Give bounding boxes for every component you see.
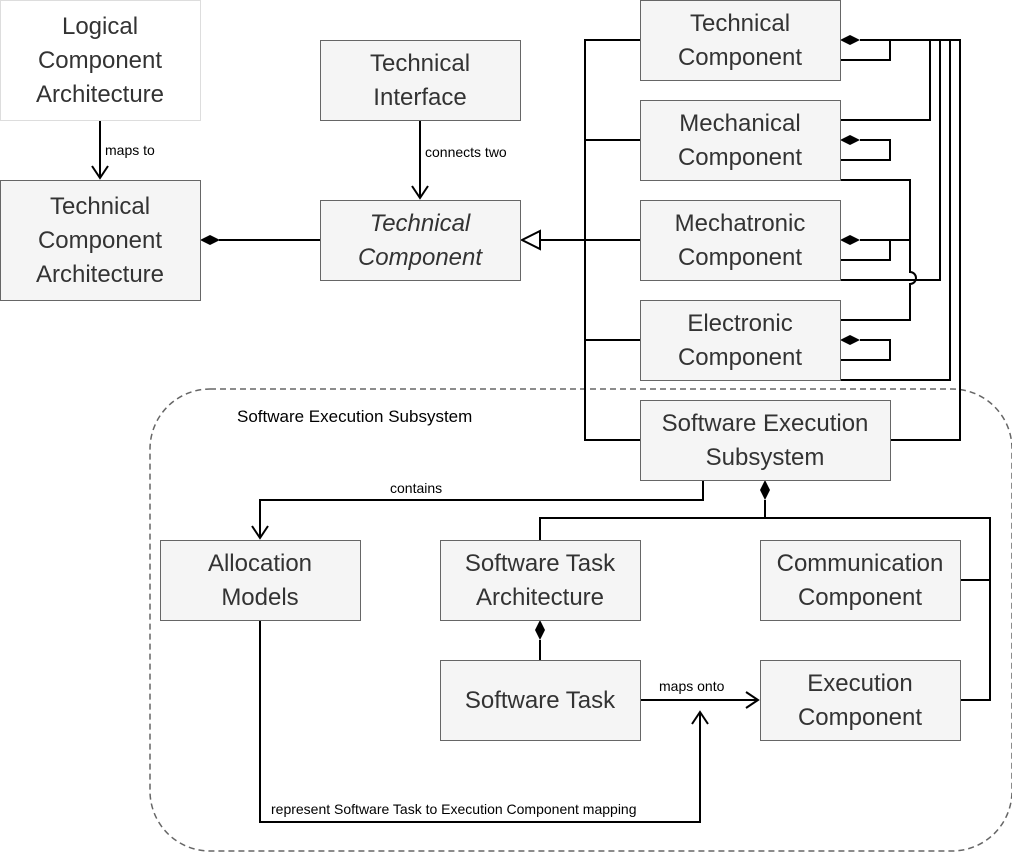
diamond-ses: [760, 480, 770, 500]
node-label-line: Component: [678, 344, 802, 371]
node-box: [640, 300, 841, 381]
edge-composition-tree[interactable]: [539, 517, 991, 701]
node-box: [760, 540, 961, 621]
node-label-line: Component: [678, 44, 802, 71]
node-label-line: Component: [38, 47, 162, 74]
edge-represent-mapping[interactable]: [259, 620, 701, 823]
group-label: Software Execution Subsystem: [237, 407, 472, 426]
label-represent-mapping: represent Software Task to Execution Com…: [271, 801, 637, 817]
node-software-task[interactable]: Software Task: [440, 660, 641, 741]
bus-electronic[interactable]: [840, 40, 951, 381]
arrowhead-connects-two: [411, 185, 429, 200]
node-label-line: Technical: [370, 50, 470, 77]
node-box: [640, 0, 841, 81]
node-label-line: Logical: [62, 13, 138, 40]
node-label-line: Execution: [807, 670, 912, 697]
node-box: [160, 540, 361, 621]
node-label-line: Software Execution: [662, 410, 869, 437]
node-box: [320, 40, 521, 121]
node-label-line: Mechanical: [679, 110, 800, 137]
node-box: [640, 400, 891, 481]
software-execution-subsystem-group: [149, 388, 1012, 852]
bus-mechanical[interactable]: [840, 40, 931, 121]
node-label-line: Component: [38, 227, 162, 254]
edge-contains[interactable]: [259, 480, 704, 538]
node-label-line: Component: [678, 244, 802, 271]
label-maps-onto: maps onto: [659, 678, 725, 694]
bus-mechatronic[interactable]: [840, 40, 941, 281]
diamond-loop-technical: [840, 35, 860, 45]
node-box: [0, 180, 201, 301]
generalization-triangle: [519, 229, 541, 251]
node-box: [320, 200, 521, 281]
nodes: LogicalComponentArchitectureTechnicalCom…: [0, 0, 961, 741]
label-contains: contains: [390, 480, 442, 496]
diamond-task-architecture: [535, 620, 545, 640]
node-label-line: Technical: [690, 10, 790, 37]
node-box: [640, 200, 841, 281]
node-label-line: Software Task: [465, 550, 616, 577]
label-connects-two: connects two: [425, 144, 507, 160]
loop-mechanical[interactable]: [840, 139, 891, 161]
link-mechanical-electronic[interactable]: [840, 179, 917, 321]
node-label-line: Component: [798, 704, 922, 731]
node-box: [440, 660, 641, 741]
node-box: [440, 540, 641, 621]
node-label-line: Architecture: [36, 81, 164, 108]
node-label-line: Communication: [777, 550, 944, 577]
node-label-line: Architecture: [36, 261, 164, 288]
arrowhead-maps-onto: [745, 691, 760, 709]
label-maps-to: maps to: [105, 142, 155, 158]
diamond-loop-electronic: [840, 335, 860, 345]
node-label-line: Electronic: [687, 310, 792, 337]
node-label-line: Subsystem: [706, 444, 825, 471]
diamond-loop-mechatronic: [840, 235, 860, 245]
arrowhead-represent-mapping: [691, 710, 709, 725]
loop-electronic[interactable]: [840, 339, 891, 361]
edges: maps to connects two: [91, 35, 991, 823]
node-box: [640, 100, 841, 181]
node-box: [760, 660, 961, 741]
diamond-loop-mechanical: [840, 135, 860, 145]
node-label-line: Technical: [370, 210, 471, 237]
node-label-line: Allocation: [208, 550, 312, 577]
node-label-line: Interface: [373, 84, 466, 111]
diamond-architecture: [200, 235, 220, 245]
node-label-line: Models: [221, 584, 298, 611]
node-label-line: Architecture: [476, 584, 604, 611]
node-label-line: Component: [798, 584, 922, 611]
node-box: [0, 0, 201, 121]
arrowhead-maps-to: [91, 165, 109, 180]
node-label-line: Component: [678, 144, 802, 171]
arrowhead-contains: [251, 525, 269, 540]
node-label-line: Component: [358, 244, 483, 271]
bus-software-execution[interactable]: [860, 39, 961, 441]
node-label-line: Technical: [50, 193, 150, 220]
node-label-line: Software Task: [465, 687, 616, 714]
node-label-line: Mechatronic: [675, 210, 806, 237]
